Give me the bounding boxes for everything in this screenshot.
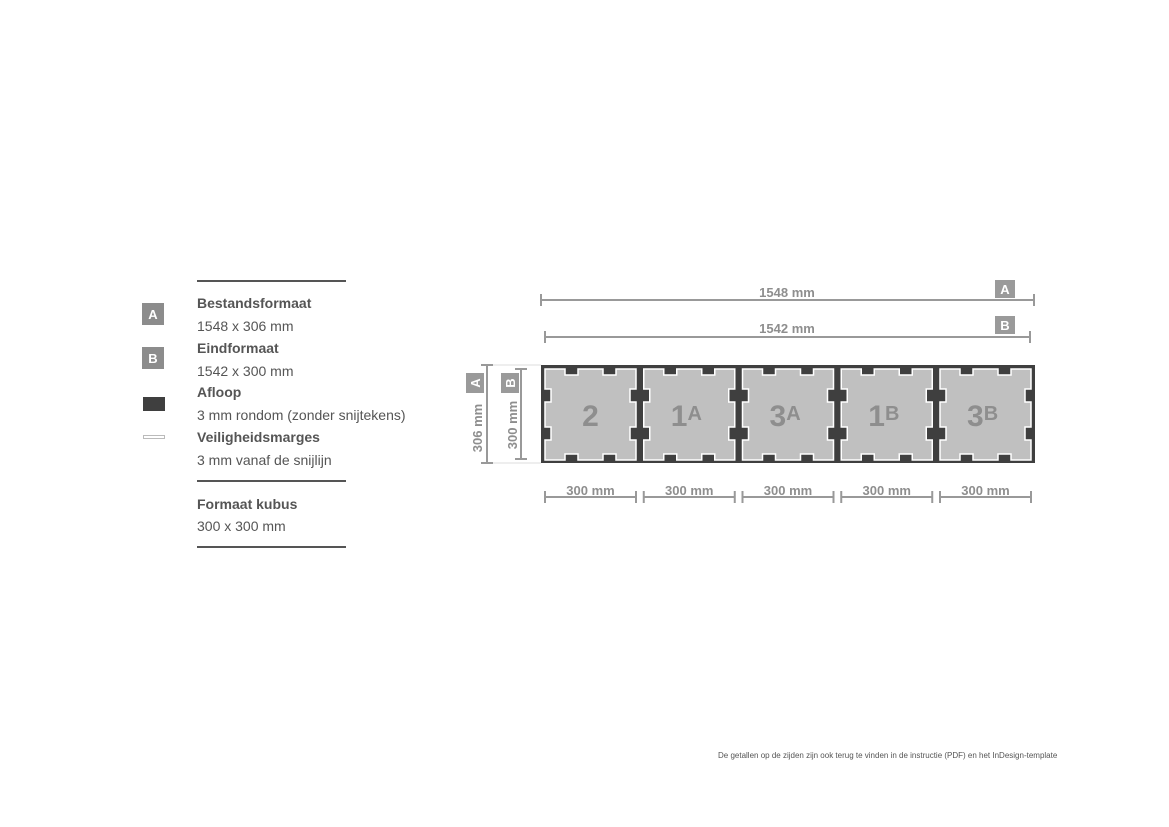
bottom-dimensions: 300 mm 300 mm 300 mm 300 mm 300 mm: [544, 483, 1032, 503]
panel-label: 2: [582, 400, 599, 433]
cube-panel: 1B: [840, 368, 933, 461]
top-badge-b-label: B: [1000, 318, 1009, 333]
bottom-dim-label: 300 mm: [566, 483, 614, 498]
badge-a: A: [142, 303, 164, 325]
bottom-dimension: 300 mm: [642, 483, 736, 503]
bleed-value: 3 mm rondom (zonder snijtekens): [197, 407, 406, 423]
bottom-dim-label: 300 mm: [665, 483, 713, 498]
top-dimension-b: 1542 mm B: [544, 316, 1031, 343]
panel-label: 1B: [868, 400, 899, 433]
cube-panel: 1A: [643, 368, 736, 461]
panel-letter: B: [984, 403, 998, 425]
bottom-dim-label: 300 mm: [764, 483, 812, 498]
badge-b: B: [142, 347, 164, 369]
legend-middle-rule: [197, 480, 346, 482]
panel-letter: B: [885, 403, 899, 425]
bottom-dimension: 300 mm: [741, 483, 835, 503]
bottom-dimension: 300 mm: [939, 483, 1032, 503]
side-dimension-b: B 300 mm: [501, 368, 527, 460]
side-dim-a-label: 306 mm: [470, 404, 485, 452]
bottom-dimension: 300 mm: [840, 483, 934, 503]
panel-number: 1: [868, 400, 885, 433]
top-badge-b: [995, 316, 1015, 334]
panel-label: 3A: [770, 400, 801, 433]
panel-number: 3: [967, 400, 984, 433]
panel-number: 2: [582, 400, 599, 433]
top-badge-a-label: A: [1000, 282, 1010, 297]
bleed-swatch: [143, 397, 165, 411]
side-dim-b-label: 300 mm: [505, 401, 520, 449]
bottom-dim-label: 300 mm: [863, 483, 911, 498]
bottom-dimension: 300 mm: [544, 483, 637, 503]
legend-bottom-rule: [197, 546, 346, 548]
side-dimension-a: A 306 mm: [466, 364, 541, 464]
top-dim-a-label: 1548 mm: [759, 285, 815, 300]
cube-panel: 3A: [741, 368, 835, 461]
panel-number: 1: [671, 400, 688, 433]
top-badge-a: [995, 280, 1015, 298]
cube-value: 300 x 300 mm: [197, 518, 286, 534]
bleed-title: Afloop: [197, 384, 242, 400]
legend-top-rule: [197, 280, 346, 282]
side-badge-b-label: B: [503, 378, 518, 387]
side-badge-b: [501, 373, 519, 393]
panel-number: 3: [770, 400, 787, 433]
cube-title: Formaat kubus: [197, 496, 298, 512]
side-badge-a: [466, 373, 484, 393]
side-badge-a-label: A: [468, 378, 483, 388]
safety-value: 3 mm vanaf de snijlijn: [197, 452, 332, 468]
panel-label: 1A: [671, 400, 702, 433]
file-format-value: 1548 x 306 mm: [197, 318, 294, 334]
safety-swatch: [143, 435, 165, 439]
cube-panel: 2: [544, 368, 637, 461]
final-format-title: Eindformaat: [197, 340, 279, 356]
panel-label: 3B: [967, 400, 998, 433]
safety-title: Veiligheidsmarges: [197, 429, 320, 445]
panel-letter: A: [687, 403, 701, 425]
final-format-value: 1542 x 300 mm: [197, 363, 294, 379]
footnote: De getallen op de zijden zijn ook terug …: [718, 751, 1058, 760]
top-dimension-a: 1548 mm A: [540, 280, 1035, 306]
file-format-title: Bestandsformaat: [197, 295, 312, 311]
panel-letter: A: [786, 403, 800, 425]
cube-panel: 3B: [939, 368, 1032, 461]
bottom-dim-label: 300 mm: [961, 483, 1009, 498]
top-dim-b-label: 1542 mm: [759, 321, 815, 336]
